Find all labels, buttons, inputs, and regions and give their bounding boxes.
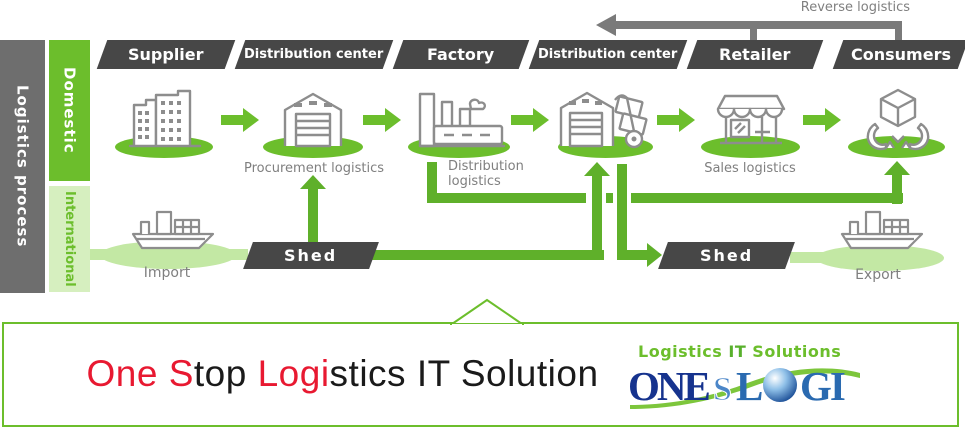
banner-factory: Factory [392, 40, 530, 69]
logistics-process-label: Logistics process [13, 85, 32, 248]
distribution-logistics-line1: Distribution [448, 159, 524, 174]
flow-arrow-2-icon [363, 108, 401, 132]
shed1-to-dc2-line [368, 250, 604, 260]
title-seg-it-solution: IT Solution [416, 352, 599, 394]
title-seg-top: top [193, 352, 258, 394]
flow-arrow-5-icon [803, 108, 841, 132]
storefront-icon [712, 92, 790, 148]
wordmark-s: S [713, 371, 732, 408]
reverse-connector-retailer [750, 22, 757, 40]
arrow-up-procurement-icon [300, 175, 326, 242]
dc2-down-line [617, 164, 627, 260]
flow-arrow-4-icon [657, 108, 695, 132]
export-cargo-ship-icon [838, 207, 926, 251]
tagline-logistics: Logistics [638, 342, 729, 361]
reverse-logistics-label: Reverse logistics [800, 0, 910, 15]
reverse-connector-consumers [895, 22, 902, 40]
sales-logistics-label: Sales logistics [704, 161, 796, 176]
reverse-logistics-arrow-icon [596, 14, 902, 36]
tagline-it: IT [728, 342, 753, 361]
factory-icon [414, 90, 506, 148]
office-buildings-icon [126, 86, 204, 148]
title-seg-one: One [86, 352, 169, 394]
logo-swoosh [630, 368, 860, 409]
wordmark-l: L [736, 363, 763, 409]
factory-down-line [427, 162, 437, 199]
import-cargo-ship-icon [129, 207, 217, 251]
flow-arrow-1-icon [221, 108, 259, 132]
title-seg-stics: stics [329, 352, 417, 394]
banner-distribution-center-1: Distribution center [234, 40, 394, 69]
title-seg-s: S [168, 352, 194, 394]
banner-retailer-label: Retailer [719, 45, 791, 64]
direct-delivery-line [427, 193, 903, 203]
logistics-process-bar: Logistics process [0, 40, 45, 293]
title-seg-logi: Logi [257, 352, 330, 394]
import-label: Import [143, 265, 191, 281]
export-label: Export [855, 267, 901, 283]
logo-tagline: Logistics IT Solutions [638, 342, 841, 361]
warehouse-handtruck-icon [555, 86, 657, 152]
banner-retailer: Retailer [686, 40, 824, 69]
oneslogi-wordmark: ONE S L GI [628, 363, 860, 409]
procurement-logistics-label: Procurement logistics [243, 161, 385, 176]
hands-holding-box-icon [856, 86, 940, 154]
arrow-up-distribution-center-2-icon [584, 162, 610, 260]
international-label: International [62, 191, 77, 287]
oneslogi-logo: Logistics IT Solutions ONE S L GI [628, 340, 868, 415]
distribution-logistics-label: Distribution logistics [448, 159, 524, 189]
banner-supplier-label: Supplier [128, 45, 204, 64]
export-band-bulge [816, 245, 944, 271]
wordmark-gi: GI [800, 363, 845, 409]
shed-left: Shed [243, 242, 379, 269]
international-bar: International [49, 186, 90, 292]
tagline-solutions: Solutions [752, 342, 842, 361]
wordmark-one: ONE [628, 363, 710, 409]
dc2-to-shed2-line [617, 250, 649, 260]
flow-arrow-3-icon [511, 108, 549, 132]
domestic-bar: Domestic [49, 40, 90, 181]
banner-distribution-center-2: Distribution center [528, 40, 688, 69]
wordmark-globe-icon [763, 368, 797, 402]
solution-box-pointer [450, 298, 524, 326]
shed-right: Shed [658, 242, 795, 269]
shed-left-label: Shed [284, 246, 338, 265]
banner-supplier: Supplier [96, 40, 236, 69]
banner-distribution-center-1-label: Distribution center [244, 47, 384, 62]
banner-consumers-label: Consumers [850, 45, 951, 64]
banner-factory-label: Factory [427, 45, 495, 64]
distribution-logistics-line2: logistics [448, 174, 501, 189]
arrow-right-shed2-icon [647, 243, 662, 267]
domestic-label: Domestic [60, 67, 79, 154]
shed-right-label: Shed [699, 246, 754, 265]
banner-distribution-center-2-label: Distribution center [538, 47, 678, 62]
warehouse-icon [280, 90, 346, 148]
banner-consumers: Consumers [832, 40, 965, 69]
